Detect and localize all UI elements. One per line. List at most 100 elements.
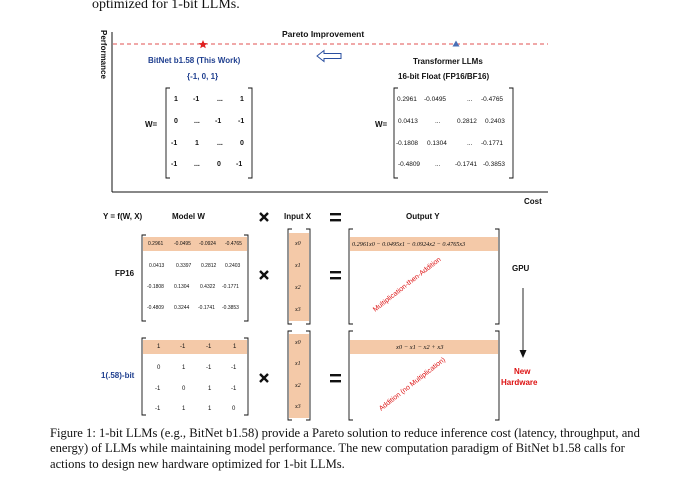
fp16-label: FP16 [115,269,135,278]
matrix-cell: 1 [233,344,237,350]
down-arrow-icon [519,350,527,358]
vector-cell: x2 [295,383,301,389]
matrix-cell: -1 [236,161,243,168]
vector-cell: x0 [295,340,301,346]
fp-x-highlight [289,233,309,321]
y-axis-label: Performance [99,30,108,79]
x-axis-label: Cost [524,197,542,206]
matrix-cell: ... [435,161,441,168]
matrix-cell: -0.0495 [174,241,191,247]
matrix-cell: -0.0495 [424,96,447,103]
bit-out-highlight [350,340,498,354]
vector-cell: x3 [295,307,301,313]
gpu-label: GPU [512,264,530,273]
matrix-cell: 1 [174,96,178,103]
matrix-cell: ... [194,118,200,125]
transformer-title: Transformer LLMs [413,57,483,66]
matrix-cell: -1 [206,365,212,371]
bitnet-matrix-bracket-right [248,87,253,179]
bitnet-w-label: W= [145,120,158,129]
matrix-cell: 0.4322 [200,284,216,290]
matrix-cell: 0.2812 [201,263,217,269]
intro-line: optimized for 1-bit LLMs. [92,0,240,12]
matrix-cell: ... [217,96,223,103]
matrix-cell: -0.1771 [481,140,504,147]
fp-w-label: W= [375,120,388,129]
matrix-cell: ... [435,118,441,125]
left-arrow-icon [316,49,342,63]
matrix-cell: 1 [240,96,244,103]
matrix-cell: -0.1741 [198,305,215,311]
matrix-cell: 0.0413 [149,263,165,269]
vector-cell: x3 [295,404,301,410]
new-hardware-label-2: Hardware [501,378,538,387]
matrix-cell: -0.1771 [222,284,239,290]
matrix-cell: 0 [174,118,178,125]
vector-cell: x1 [295,361,301,367]
input-x-label: Input X [284,212,312,221]
matrix-cell: -0.3853 [222,305,239,311]
matrix-cell: 0 [240,140,244,147]
matrix-cell: 0.2812 [457,118,477,125]
triangle-icon [452,40,460,47]
matrix-cell: -1 [231,365,237,371]
pareto-label: Pareto Improvement [282,29,365,39]
bitnet-matrix-bracket-left [165,87,170,179]
formula-label: Y = f(W, X) [103,212,143,221]
matrix-cell: -0.4809 [147,305,164,311]
matrix-cell: ... [194,161,200,168]
equals-icon [330,213,341,383]
matrix-cell: -1 [155,406,161,412]
matrix-cell: -1 [180,344,186,350]
bit-w-highlight-row [143,340,247,354]
bit-output-expression: x0 − x1 − x2 + x3 [396,344,444,351]
fp-w-highlight-row [143,237,247,251]
matrix-cell: 0.3397 [176,263,192,269]
matrix-cell: 0.2961 [148,241,164,247]
matrix-cell: ... [467,140,473,147]
bit-x-highlight [289,334,309,418]
matrix-cell: 0 [182,386,186,392]
matrix-cell: -0.3853 [483,161,506,168]
matrix-cell: 1 [182,406,186,412]
matrix-cell: 1 [182,365,186,371]
matrix-cell: -0.0924 [199,241,216,247]
matrix-cell: -1 [231,386,237,392]
transformer-subtitle: 16-bit Float (FP16/BF16) [398,72,490,81]
matrix-cell: -0.1808 [147,284,164,290]
matrix-cell: 0.0413 [398,118,418,125]
matrix-cell: 0.2961 [397,96,417,103]
fp-matrix-bracket-left [393,87,398,179]
bitnet-title: BitNet b1.58 (This Work) [148,56,241,65]
matrix-cell: -0.1808 [396,140,419,147]
matrix-cell: 1 [208,406,212,412]
vector-cell: x2 [295,285,301,291]
matrix-cell: -0.4765 [481,96,504,103]
matrix-cell: -1 [206,344,212,350]
bit-label: 1(.58)-bit [101,371,135,380]
matrix-cell: -0.1741 [455,161,478,168]
matrix-cell: ... [467,96,473,103]
matrix-cell: 0.2403 [485,118,505,125]
matrix-cell: 0 [157,365,161,371]
fp-output-expression: 0.2961x0 − 0.0495x1 − 0.0924x2 − 0.4765x… [352,241,466,248]
matrix-cell: -1 [171,161,178,168]
fp-out-highlight [350,237,498,251]
figure-caption: Figure 1: 1-bit LLMs (e.g., BitNet b1.58… [50,426,640,471]
times-icon [259,212,269,383]
star-icon [198,40,208,49]
matrix-cell: -1 [238,118,245,125]
matrix-cell: 0 [232,406,236,412]
vector-cell: x1 [295,263,301,269]
matrix-cell: -1 [171,140,178,147]
new-hardware-label-1: New [514,367,531,376]
matrix-cell: 0.1304 [427,140,447,147]
matrix-cell: ... [217,140,223,147]
fp-matrix-bracket-right [509,87,514,179]
matrix-cell: -0.4765 [225,241,242,247]
matrix-cell: 1 [208,386,212,392]
vector-cell: x0 [295,241,301,247]
matrix-cell: 1 [195,140,199,147]
matrix-cell: -0.4809 [398,161,421,168]
